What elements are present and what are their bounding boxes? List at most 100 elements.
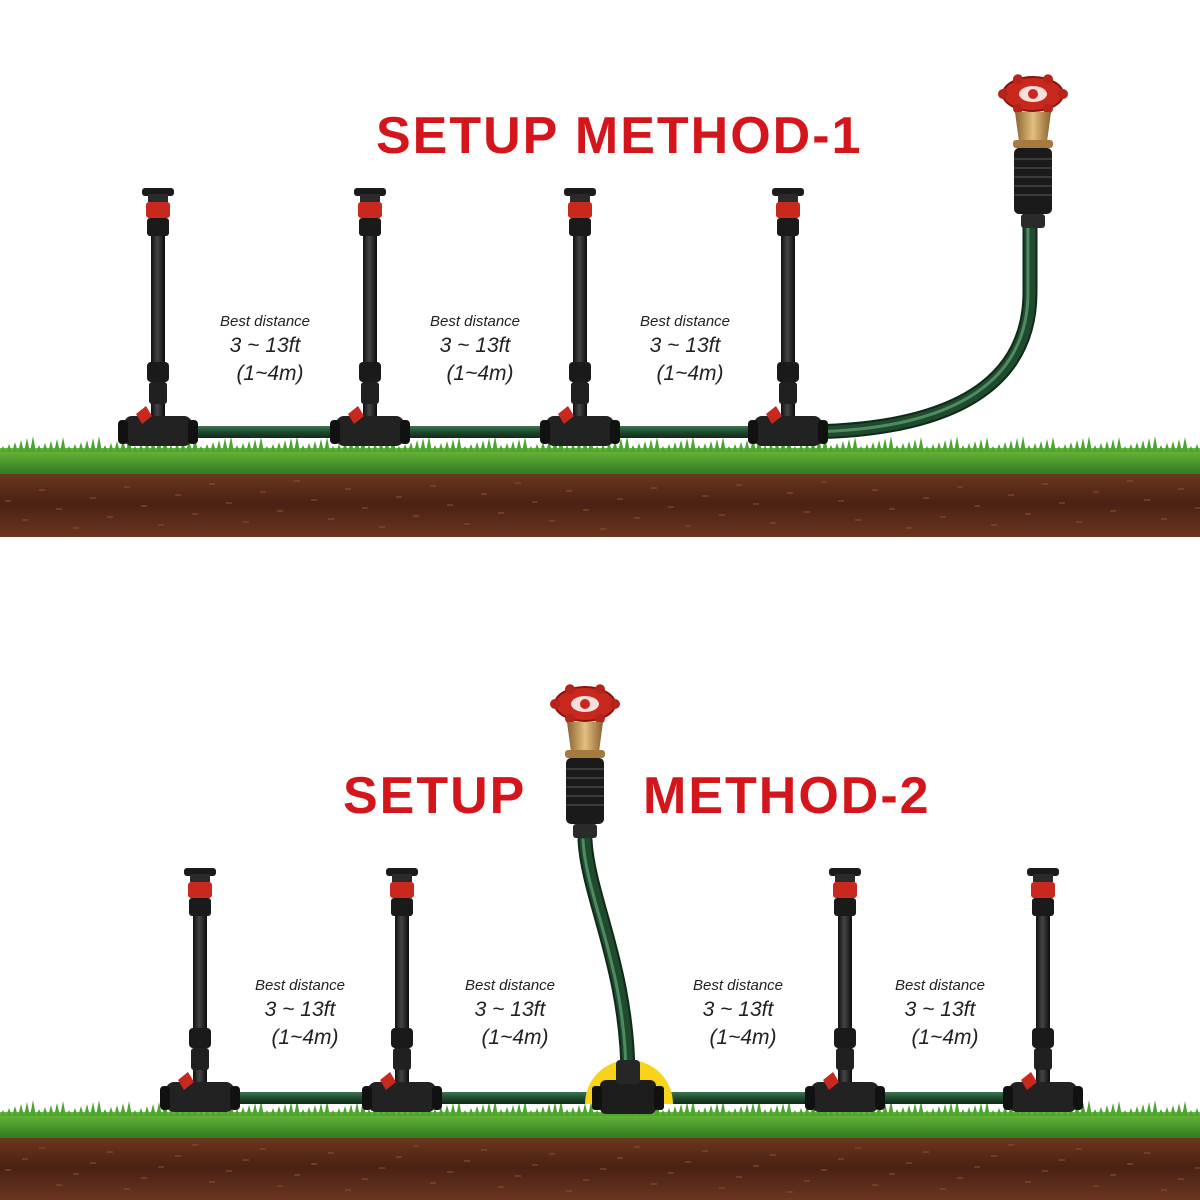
- method1-supply-hose: [792, 207, 1038, 440]
- tee-fitting: [1009, 1082, 1077, 1112]
- tee-end-right: [188, 420, 198, 444]
- nozzle-neck: [778, 194, 798, 202]
- hose-connector: [566, 758, 604, 824]
- tee-end-left: [748, 420, 758, 444]
- connector-grip: [1014, 158, 1052, 160]
- brass-nut: [1013, 140, 1053, 148]
- handwheel-knob: [595, 713, 605, 724]
- brass-valve-body: [567, 722, 603, 752]
- nozzle-neck: [148, 194, 168, 202]
- red-collar: [188, 882, 212, 898]
- tee-end-left: [592, 1086, 602, 1110]
- valve-lever: [766, 406, 782, 424]
- distance-feet: 3 ~ 13ft: [649, 334, 721, 358]
- grass: [0, 448, 1200, 474]
- method2-distance-label: Best distance 3 ~ 13ft (1~4m): [663, 977, 813, 1051]
- lower-fitting: [189, 1028, 211, 1048]
- distance-meters: (1~4m): [446, 362, 514, 386]
- handwheel-knob: [1013, 103, 1023, 114]
- tee-end-right: [1073, 1086, 1083, 1110]
- method2-central-tee: [592, 1060, 664, 1114]
- handwheel-knob: [1058, 89, 1068, 99]
- soil: [0, 1134, 1200, 1200]
- valve-lever: [348, 406, 364, 424]
- distance-feet: 3 ~ 13ft: [474, 998, 546, 1022]
- method2-sprinkler: [160, 868, 240, 1112]
- tee-end-left: [805, 1086, 815, 1110]
- distance-caption: Best distance: [639, 313, 731, 330]
- brass-nut: [565, 750, 605, 758]
- distance-caption: Best distance: [894, 977, 986, 994]
- nozzle-neck: [392, 874, 412, 882]
- tee-end-right: [432, 1086, 442, 1110]
- distance-feet: 3 ~ 13ft: [904, 998, 976, 1022]
- connector-grip: [566, 795, 604, 797]
- upper-fitting: [1032, 898, 1054, 916]
- red-collar: [1031, 882, 1055, 898]
- hose-connector: [1014, 148, 1052, 214]
- upper-fitting: [834, 898, 856, 916]
- handwheel-knob: [610, 699, 620, 709]
- distance-caption: Best distance: [254, 977, 346, 994]
- method2-title-right: METHOD-2: [643, 767, 931, 825]
- brass-valve-body: [1015, 112, 1051, 142]
- tee-branch: [616, 1060, 640, 1084]
- ground-layer: [0, 436, 1200, 1200]
- distance-meters: (1~4m): [271, 1026, 339, 1050]
- tee-fitting: [124, 416, 192, 446]
- handwheel-knob: [565, 713, 575, 724]
- valve-lever: [558, 406, 574, 424]
- lower-fitting-2: [393, 1048, 411, 1070]
- red-collar: [833, 882, 857, 898]
- lower-fitting: [569, 362, 591, 382]
- tee-end-left: [540, 420, 550, 444]
- distance-feet: 3 ~ 13ft: [702, 998, 774, 1022]
- connector-grip: [1014, 194, 1052, 196]
- nozzle-neck: [1033, 874, 1053, 882]
- nozzle-neck: [190, 874, 210, 882]
- upper-fitting: [391, 898, 413, 916]
- tee-fitting: [368, 1082, 436, 1112]
- method1-distance-label: Best distance 3 ~ 13ft (1~4m): [400, 313, 550, 387]
- method1-distance-label: Best distance 3 ~ 13ft (1~4m): [610, 313, 760, 387]
- lower-fitting-2: [571, 382, 589, 404]
- connector-grip: [566, 777, 604, 779]
- valve-lever: [136, 406, 152, 424]
- method1-sprinkler: [330, 188, 410, 446]
- red-collar: [358, 202, 382, 218]
- lower-fitting: [147, 362, 169, 382]
- method1-faucet: [998, 74, 1068, 228]
- handwheel-hub: [1028, 89, 1038, 99]
- lower-fitting: [391, 1028, 413, 1048]
- distance-meters: (1~4m): [656, 362, 724, 386]
- distance-caption: Best distance: [429, 313, 521, 330]
- lower-fitting-2: [149, 382, 167, 404]
- method1-sprinkler: [748, 188, 828, 446]
- connector-grip: [566, 804, 604, 806]
- connector-grip: [566, 768, 604, 770]
- lower-fitting-2: [1034, 1048, 1052, 1070]
- method2-sprinkler: [1003, 868, 1083, 1112]
- distance-feet: 3 ~ 13ft: [264, 998, 336, 1022]
- distance-feet: 3 ~ 13ft: [229, 334, 301, 358]
- valve-lever: [380, 1072, 396, 1090]
- soil-texture: [5, 1144, 1200, 1193]
- tee-end-left: [362, 1086, 372, 1110]
- tee-fitting: [546, 416, 614, 446]
- connector-grip: [1014, 176, 1052, 178]
- nozzle-neck: [360, 194, 380, 202]
- method2-distance-label: Best distance 3 ~ 13ft (1~4m): [865, 977, 1015, 1051]
- lower-fitting: [777, 362, 799, 382]
- lower-fitting-2: [361, 382, 379, 404]
- lower-fitting: [359, 362, 381, 382]
- handwheel-hub: [580, 699, 590, 709]
- tee-end-left: [118, 420, 128, 444]
- method1-distance-label: Best distance 3 ~ 13ft (1~4m): [190, 313, 340, 387]
- method2-distance-label: Best distance 3 ~ 13ft (1~4m): [435, 977, 585, 1051]
- upper-fitting: [569, 218, 591, 236]
- distance-meters: (1~4m): [911, 1026, 979, 1050]
- tee-fitting: [336, 416, 404, 446]
- tee-end-right: [875, 1086, 885, 1110]
- tee-fitting: [811, 1082, 879, 1112]
